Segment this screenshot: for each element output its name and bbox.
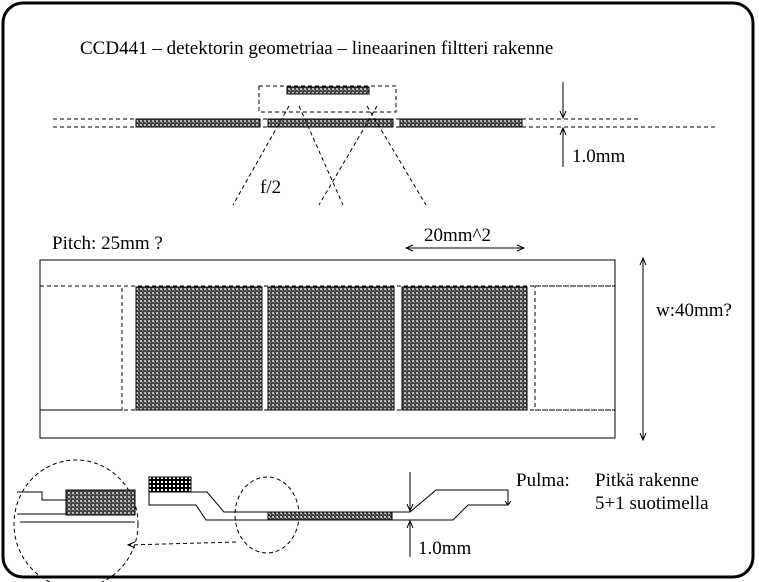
filter-size-label: 20mm^2 xyxy=(424,225,491,246)
bottom-thickness-label: 1.0mm xyxy=(418,538,472,559)
detail-zoom-circle xyxy=(13,459,139,582)
filter-plate-top-view xyxy=(39,259,616,439)
empty-slot-left xyxy=(39,285,123,411)
filter-square-2 xyxy=(267,286,395,411)
empty-slot-right xyxy=(534,285,616,411)
problem-line-2: 5+1 suotimella xyxy=(595,493,709,514)
diagram-title: CCD441 – detektorin geometriaa – lineaar… xyxy=(80,38,553,59)
upper-filter xyxy=(286,86,370,95)
lens-box-dashed xyxy=(258,85,397,113)
aperture-label: f/2 xyxy=(260,177,281,198)
top-cross-section xyxy=(53,82,715,206)
pitch-label: Pitch: 25mm ? xyxy=(52,233,163,254)
detail-pointer-arrow xyxy=(128,542,237,545)
problem-label: Pulma: xyxy=(516,470,570,491)
ray-line xyxy=(232,105,290,206)
bottom-cross-section xyxy=(13,459,512,582)
width-label: w:40mm? xyxy=(656,300,732,321)
filter-2 xyxy=(267,118,394,128)
filter-square-3 xyxy=(401,286,528,411)
ray-line xyxy=(366,105,427,206)
edge-block xyxy=(148,476,192,493)
problem-line-1: Pitkä rakenne xyxy=(595,470,699,491)
ray-line xyxy=(318,105,378,206)
filter-3 xyxy=(399,118,523,128)
detail-filter xyxy=(65,489,136,516)
filter-1 xyxy=(135,118,261,128)
filter-square-1 xyxy=(135,286,263,411)
top-thickness-label: 1.0mm xyxy=(572,146,626,167)
bottom-filter xyxy=(267,511,393,521)
